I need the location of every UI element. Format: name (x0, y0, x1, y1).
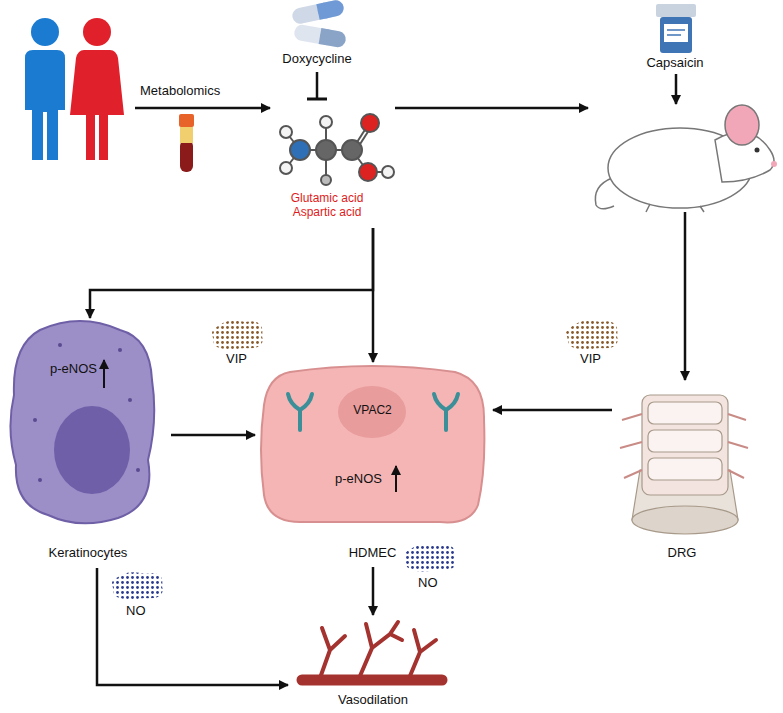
vasodilation-node: Vasodilation (288, 615, 461, 713)
node-text: Doxycycline (262, 52, 372, 67)
arrow-connector (373, 228, 374, 362)
drg-arrow (684, 212, 687, 380)
step-label: Metabolomics (140, 84, 220, 99)
arrow-connector (493, 410, 612, 411)
node-text: p-eNOS (50, 362, 97, 377)
keratinocyte-cell (10, 321, 154, 523)
mediator-label: VIP (578, 352, 603, 367)
arrow-connector (97, 568, 288, 685)
node-text: VPAC2 (335, 404, 410, 418)
arrow-connector (171, 435, 255, 436)
node-text: Keratinocytes (8, 546, 168, 561)
mediator-label: NO (416, 576, 440, 591)
mouse-arrow (395, 107, 588, 110)
drg-illustration (620, 395, 748, 534)
capsaicin-bottle (656, 4, 696, 53)
node-text: HDMEC (255, 546, 490, 561)
mediator-label: NO (124, 604, 148, 619)
node-text: Glutamic acid Aspartic acid (282, 192, 372, 220)
drug-node: Doxycycline (262, 0, 375, 72)
capsaicin-arrow (675, 74, 678, 104)
people-icon (25, 18, 124, 160)
node-text: DRG (612, 546, 752, 561)
keratinocyte-node: p-eNOS Keratinocytes (8, 318, 171, 568)
arrow-connector (90, 228, 373, 318)
hdmec-cell (261, 366, 484, 522)
vessel-illustration (302, 622, 442, 680)
metabolite-node: Glutamic acid Aspartic acid (268, 100, 386, 228)
mouse-illustration (595, 105, 777, 212)
blood-tube (179, 114, 194, 172)
mediator-label: VIP (224, 352, 249, 367)
inhibition-line (307, 72, 327, 100)
node-text: p-eNOS (335, 472, 382, 487)
drg-node: DRG (612, 382, 755, 567)
hdmec-node: VPAC2 p-eNOS HDMEC (255, 362, 493, 567)
amino-acid-molecule (280, 114, 394, 185)
metabolomics-arrow (135, 107, 270, 110)
pills-icon (291, 0, 347, 48)
arrow-connector (373, 567, 374, 615)
node-text: Vasodilation (288, 693, 458, 708)
capsaicin-node: Capsaicin (620, 0, 733, 74)
node-text: Capsaicin (620, 56, 730, 71)
mediator-dots (112, 320, 618, 599)
